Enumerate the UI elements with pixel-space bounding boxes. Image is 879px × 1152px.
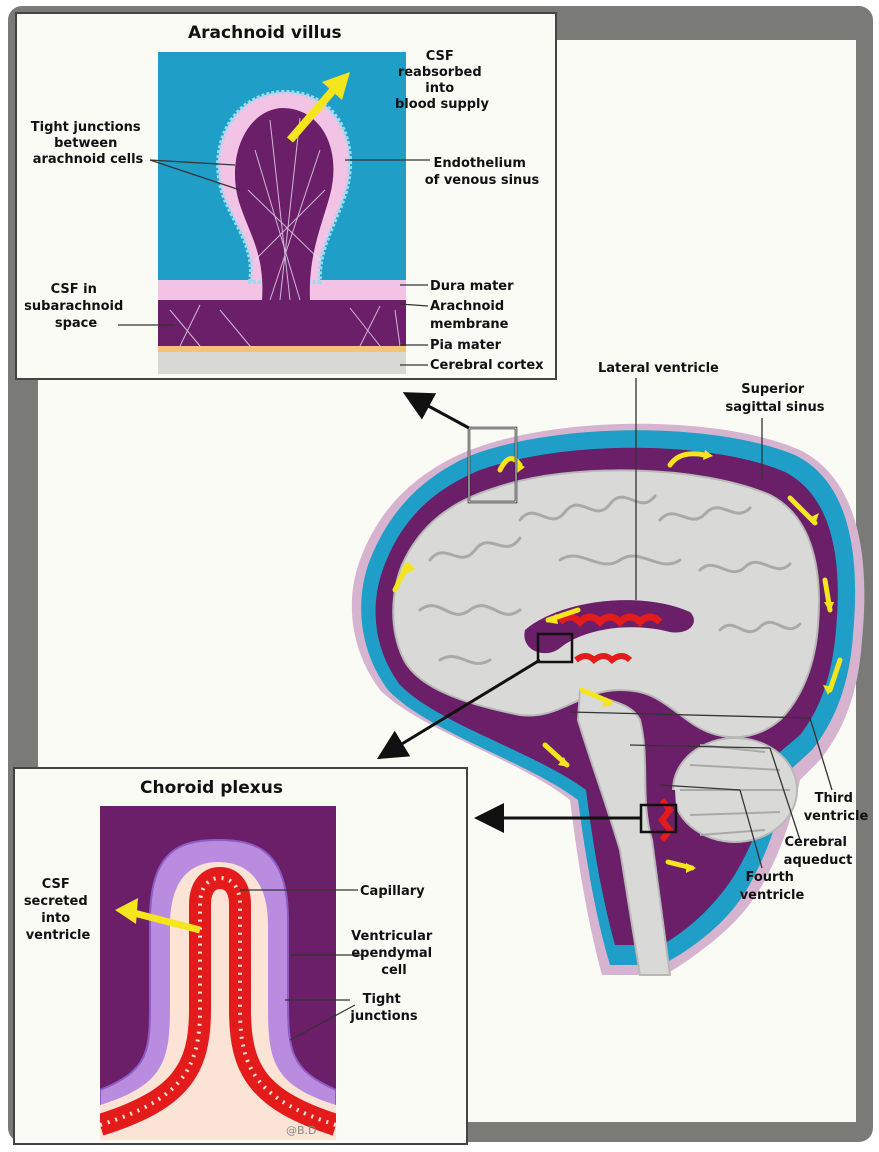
pia-mater-label: Pia mater [430,338,502,353]
capillary-label: Capillary [360,884,425,899]
choroid-panel-title: Choroid plexus [140,778,283,798]
villus-illustration [158,52,406,374]
plexus-illustration [100,806,336,1140]
lateral-ventricle-label: Lateral ventricle [598,361,719,376]
dura-mater-label: Dura mater [430,279,514,294]
choroid-plexus-panel: Choroid plexus CSF secreted into ventric… [14,768,467,1144]
watermark: @B.D [286,1124,317,1137]
cerebral-cortex-label: Cerebral cortex [430,358,544,373]
villus-panel-title: Arachnoid villus [188,23,342,43]
arachnoid-villus-panel: Arachnoid villus CSF reabsorbed into blo… [16,13,556,379]
